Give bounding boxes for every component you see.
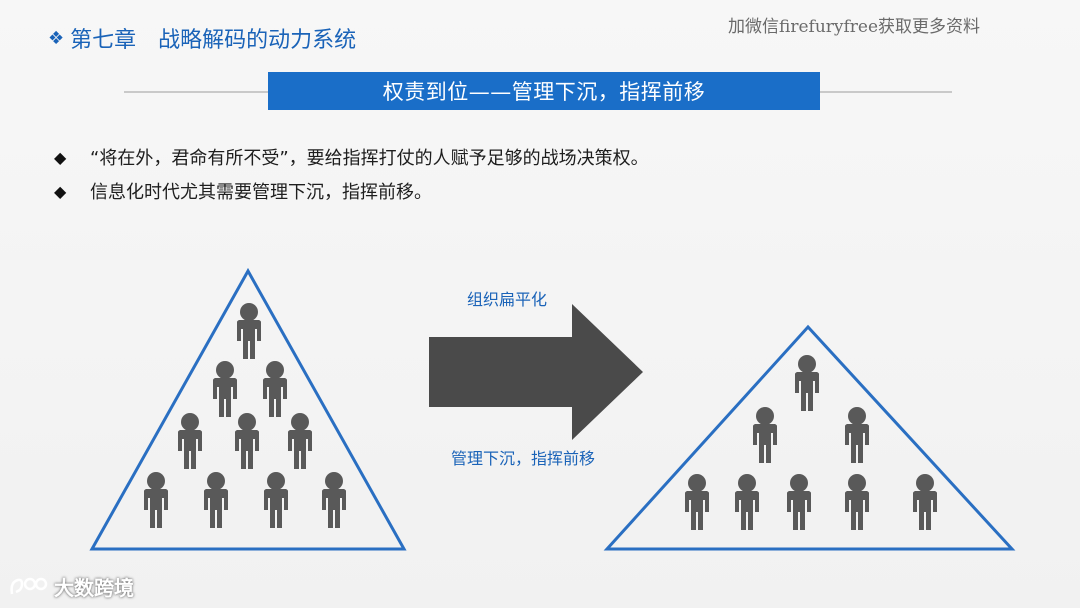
divider-left [124,91,270,93]
bullet-item: ◆ “将在外，君命有所不受”，要给指挥打仗的人赋予足够的战场决策权。 [54,140,649,174]
left-pyramid [89,267,407,551]
left-pyramid-outline [89,267,407,551]
person-icon [845,407,869,463]
right-arrow-icon [429,304,643,440]
person-icon [735,474,759,530]
brand-watermark: 大数跨境 [8,572,134,601]
arrow-top-label: 组织扁平化 [467,290,548,309]
watermark-text: 加微信firefuryfree获取更多资料 [728,17,981,37]
person-icon [263,361,287,417]
person-icon [213,361,237,417]
bullet-text: 信息化时代尤其需要管理下沉，指挥前移。 [90,182,432,203]
person-icon [322,472,346,528]
person-icon [685,474,709,530]
brand-logo-icon [10,577,48,594]
chapter-title-text: 第七章 战略解码的动力系统 [70,28,357,53]
person-icon [753,407,777,463]
arrow-bottom-label: 管理下沉，指挥前移 [451,449,596,468]
person-icon [264,472,288,528]
divider-right [818,91,952,93]
person-icon [913,474,937,530]
person-icon [795,355,819,411]
person-icon [235,413,259,469]
person-icon [845,474,869,530]
person-icon [787,474,811,530]
bullet-list: ◆ “将在外，君命有所不受”，要给指挥打仗的人赋予足够的战场决策权。 ◆ 信息化… [54,140,649,208]
bullet-text: “将在外，君命有所不受”，要给指挥打仗的人赋予足够的战场决策权。 [90,148,649,169]
section-banner: 权责到位——管理下沉，指挥前移 [268,72,820,110]
person-icon [204,472,228,528]
diamond-cluster-icon: ❖ [48,27,65,49]
bullet-item: ◆ 信息化时代尤其需要管理下沉，指挥前移。 [54,174,649,208]
person-icon [237,303,261,359]
right-pyramid [603,324,1016,551]
person-icon [288,413,312,469]
chapter-title: ❖ 第七章 战略解码的动力系统 [48,22,356,54]
person-icon [144,472,168,528]
brand-name: 大数跨境 [54,576,134,600]
right-pyramid-outline [603,324,1016,551]
diamond-bullet-icon: ◆ [54,147,67,167]
person-icon [178,413,202,469]
diamond-bullet-icon: ◆ [54,181,67,201]
